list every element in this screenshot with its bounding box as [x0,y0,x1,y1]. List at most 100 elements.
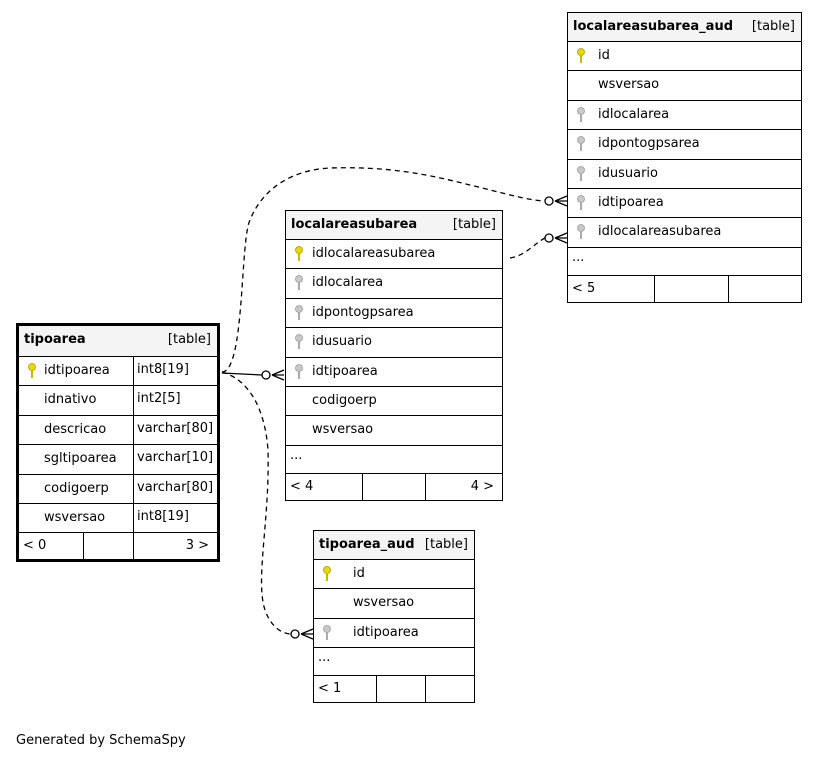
column-row: id [314,560,474,590]
column-name: wsversao [598,77,660,93]
more-columns: ... [286,446,502,474]
column-row: codigoerp [286,387,502,417]
column-row: wsversao [286,416,502,446]
foreign-key-icon [577,224,585,240]
table-footer: < 4 4 > [286,473,502,500]
primary-key-icon [577,48,585,63]
column-name: wsversao [44,509,106,525]
foreign-key-icon [295,363,303,379]
column-name: id [353,566,365,581]
children-count[interactable]: 3 > [185,538,209,554]
column-type: varchar[80] [133,415,217,445]
column-name: idlocalareasubarea [598,224,722,240]
column-row: idusuario [568,160,801,189]
column-row: idlocalarea [286,269,502,299]
table-footer: < 5 [568,275,801,302]
column-row: sgltipoarea varchar[10] [19,445,217,475]
column-row: idtipoarea [286,358,502,387]
parents-count[interactable]: < 5 [572,280,596,296]
more-columns: ... [314,648,474,677]
column-name: idnativo [44,392,97,408]
column-row: idtipoarea [568,189,801,219]
column-row: idtipoarea [314,619,474,649]
foreign-key-icon [295,275,303,291]
column-row: wsversao [314,589,474,619]
table-type: [table] [424,537,468,552]
column-name: idtipoarea [353,624,419,640]
edge-localareasubarea-localareasubarea_aud [509,237,546,259]
more-columns: ... [568,248,801,276]
table-tipoarea_aud[interactable]: tipoarea_aud [table] id wsversao idtipoa… [313,530,475,704]
children-count[interactable]: 4 > [470,478,494,494]
column-row: idnativo int2[5] [19,386,217,416]
more-label: ... [318,650,331,666]
table-name[interactable]: localareasubarea [291,217,418,232]
foreign-key-icon [577,165,585,181]
parents-count[interactable]: < 0 [23,538,47,554]
table-name[interactable]: tipoarea [24,332,86,347]
column-name: wsversao [312,422,374,438]
edge-tipoarea-localareasubarea [221,372,263,376]
more-label: ... [290,447,303,463]
primary-key-icon [295,246,303,261]
parents-count[interactable]: < 4 [290,478,314,494]
column-name: codigoerp [312,392,377,408]
column-name: descricao [44,421,107,437]
table-type: [table] [751,19,795,34]
table-header: localareasubarea [table] [286,211,502,240]
primary-key-icon [323,566,331,581]
foreign-key-icon [295,334,303,350]
table-header: tipoarea [table] [19,326,217,357]
foreign-key-icon [577,106,585,122]
primary-key-icon [28,363,36,378]
column-row: idpontogpsarea [286,299,502,329]
column-name: idtipoarea [598,194,664,210]
column-name: idusuario [312,334,372,350]
column-row: idpontogpsarea [568,130,801,160]
table-footer: < 0 3 > [19,533,217,560]
column-name: idlocalareasubarea [312,246,436,261]
foreign-key-icon [577,136,585,152]
column-name: idusuario [598,165,658,181]
generated-by-label: Generated by SchemaSpy [16,733,186,748]
edge-tipoarea-tipoarea_aud [221,371,292,635]
column-name: idpontogpsarea [312,304,414,320]
column-row: idusuario [286,328,502,358]
table-localareasubarea_aud[interactable]: localareasubarea_aud [table] id wsversao… [567,12,802,303]
column-name: idtipoarea [44,363,110,378]
column-name: idlocalarea [312,275,384,291]
column-type: varchar[80] [133,474,217,503]
column-name: id [598,48,610,63]
column-row: codigoerp varchar[80] [19,474,217,504]
column-row: idlocalareasubarea [286,240,502,270]
column-row: wsversao int8[19] [19,503,217,534]
foreign-key-icon [577,195,585,210]
table-type: [table] [452,217,496,232]
column-row: descricao varchar[80] [19,415,217,446]
column-row: idlocalarea [568,101,801,131]
foreign-key-icon [295,304,303,320]
column-row: idlocalareasubarea [568,218,801,248]
column-name: codigoerp [44,480,109,496]
column-type: int8[19] [133,357,217,386]
foreign-key-icon [323,624,331,640]
parents-count[interactable]: < 1 [318,681,342,697]
column-row: id [568,42,801,72]
column-name: sgltipoarea [44,451,117,467]
column-name: idlocalarea [598,106,670,122]
column-row: idtipoarea int8[19] [19,357,217,387]
column-type: varchar[10] [133,445,217,474]
table-header: tipoarea_aud [table] [314,531,474,560]
table-name[interactable]: tipoarea_aud [319,537,415,552]
column-name: idpontogpsarea [598,136,700,152]
column-name: wsversao [353,595,415,611]
column-name: idtipoarea [312,363,378,379]
column-type: int2[5] [133,386,217,415]
table-localareasubarea[interactable]: localareasubarea [table] idlocalareasuba… [285,210,503,501]
table-tipoarea[interactable]: tipoarea [table] idtipoarea int8[19] idn… [16,323,220,563]
more-label: ... [572,249,585,265]
column-row: wsversao [568,71,801,101]
table-name[interactable]: localareasubarea_aud [573,19,733,34]
table-footer: < 1 [314,676,474,703]
